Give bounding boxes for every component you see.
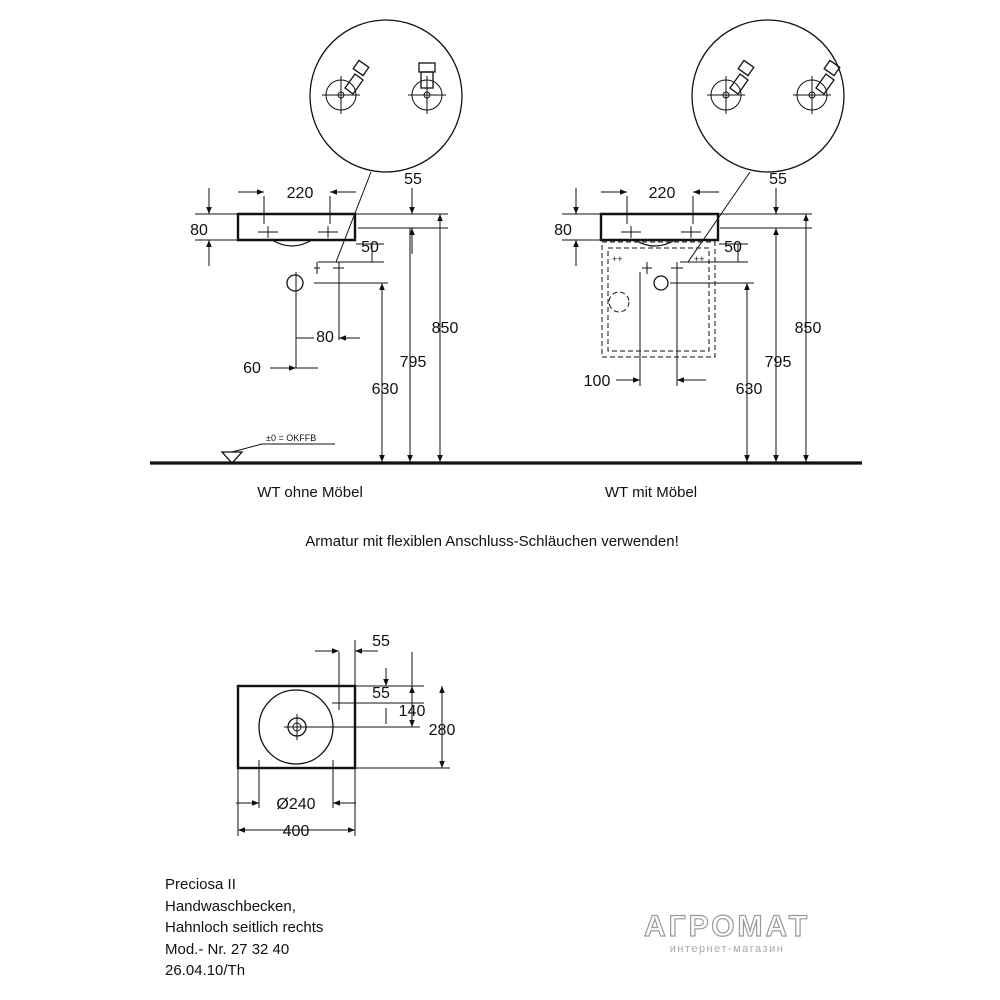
dimension-lines-plan bbox=[236, 640, 450, 836]
plan-view: 55 55 140 280 Ø240 400 bbox=[236, 633, 455, 840]
revision-date: 26.04.10/Th bbox=[165, 962, 246, 979]
dim-top-width-left: 220 bbox=[287, 185, 314, 202]
floor-reference-label: ±0 = OKFFB bbox=[266, 433, 316, 443]
dim-tap-offset-x: 55 bbox=[372, 633, 390, 650]
dim-connection-height-left: 630 bbox=[372, 381, 399, 398]
dim-rim-to-floor-left: 795 bbox=[400, 354, 427, 371]
caption-without-cabinet: WT ohne Möbel bbox=[257, 484, 363, 501]
caption-with-cabinet: WT mit Möbel bbox=[605, 484, 697, 501]
product-info: Preciosa II Handwaschbecken, Hahnloch se… bbox=[165, 874, 323, 982]
watermark-brand: АГРОМАТ bbox=[643, 910, 811, 943]
dim-bowl-diameter: Ø240 bbox=[276, 796, 315, 813]
dim-connection-height-right: 630 bbox=[736, 381, 763, 398]
dim-half-depth: 140 bbox=[399, 703, 426, 720]
dim-total-height-right: 850 bbox=[795, 320, 822, 337]
installation-note: Armatur mit flexiblen Anschluss-Schläuch… bbox=[305, 533, 679, 550]
product-name: Preciosa II bbox=[165, 876, 236, 893]
dimension-lines-left bbox=[195, 188, 448, 462]
dim-cabinet-offset-right: 100 bbox=[584, 373, 611, 390]
svg-text:++: ++ bbox=[694, 254, 705, 264]
dim-rim-height-right: 80 bbox=[554, 222, 572, 239]
view-without-cabinet: 220 55 80 50 80 60 850 795 630 ±0 = OKFF… bbox=[190, 19, 463, 501]
basin-side-view-right bbox=[599, 212, 720, 247]
dim-tap-offset-y: 55 bbox=[372, 685, 390, 702]
dim-drain-gap-right: 50 bbox=[724, 239, 742, 256]
dim-offset-right: 55 bbox=[769, 171, 787, 188]
angle-valve-icon bbox=[408, 62, 446, 114]
basin-side-view-left bbox=[236, 212, 357, 292]
angle-valve-icon bbox=[707, 59, 755, 114]
dim-drain-gap-left: 50 bbox=[361, 239, 379, 256]
dim-depth: 280 bbox=[429, 722, 456, 739]
product-variant: Hahnloch seitlich rechts bbox=[165, 919, 324, 936]
dim-rim-to-floor-right: 795 bbox=[765, 354, 792, 371]
dim-drain-offset-left: 60 bbox=[243, 360, 261, 377]
drain-icon bbox=[284, 714, 310, 740]
angle-valve-icon bbox=[322, 59, 370, 114]
dim-top-width-right: 220 bbox=[649, 185, 676, 202]
watermark-logo: АГРОМАТ интернет-магазин bbox=[636, 910, 818, 956]
angle-valve-icon bbox=[793, 59, 841, 114]
detail-circle-left bbox=[309, 19, 463, 263]
dim-drain-spacing-left: 80 bbox=[316, 329, 334, 346]
dim-rim-height-left: 80 bbox=[190, 222, 208, 239]
dim-total-height-left: 850 bbox=[432, 320, 459, 337]
dim-width: 400 bbox=[283, 823, 310, 840]
dimension-lines-right bbox=[562, 188, 812, 462]
dim-offset-left: 55 bbox=[404, 171, 422, 188]
product-type: Handwaschbecken, bbox=[165, 897, 296, 915]
svg-text:++: ++ bbox=[612, 254, 623, 264]
view-with-cabinet: ++ ++ bbox=[554, 19, 845, 501]
detail-circle-right bbox=[687, 19, 845, 263]
model-number: Mod.- Nr. 27 32 40 bbox=[165, 940, 290, 958]
watermark-tagline: интернет-магазин bbox=[669, 943, 785, 955]
tap-hole-icon bbox=[332, 696, 346, 710]
cabinet-outline: ++ ++ bbox=[601, 241, 716, 358]
floor-reference-symbol bbox=[220, 443, 335, 464]
